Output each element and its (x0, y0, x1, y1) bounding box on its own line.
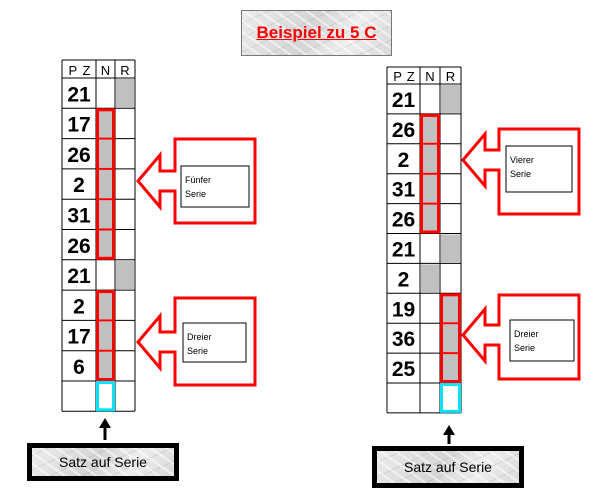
right-table-row-number: 26 (392, 209, 415, 232)
left-table-cell-filled (97, 139, 114, 168)
left-table-row-number: 26 (67, 144, 90, 167)
right-table-cell-filled (421, 114, 439, 143)
left-table-cell-filled (97, 109, 114, 138)
left-table-header-p: P (69, 63, 78, 78)
caption-box-left: Satz auf Serie (27, 443, 179, 481)
left-table-header-z: Z (83, 63, 91, 78)
right-table-row-number: 2 (398, 149, 410, 172)
left-table-row-number: 2 (73, 295, 85, 318)
right-table-cell-filled (441, 234, 460, 263)
right-table-series-outline (440, 293, 461, 383)
right-table-cell-filled (441, 294, 460, 323)
left-table-cell-filled (97, 230, 114, 259)
left-table-series-outline (96, 108, 115, 260)
right-table-header-z: Z (407, 69, 415, 84)
left-table-cell-filled (116, 79, 134, 108)
right-table-header-n: N (425, 69, 434, 84)
right-table-row-number: 19 (392, 298, 415, 321)
callout-right-top-label-box (505, 145, 573, 193)
right-table-row-number: 2 (398, 268, 410, 291)
callout-left-top-label-line: Serie (185, 189, 206, 199)
right-table-header-r: R (446, 69, 455, 84)
right-table-cell-filled (441, 324, 460, 353)
right-table-header-p: P (393, 69, 402, 84)
right-table-cell-filled (441, 85, 460, 113)
callout-right-top-label-line: Serie (510, 169, 531, 179)
right-table-cell-filled (421, 144, 439, 173)
right-table-row-number: 21 (392, 89, 416, 112)
caption-text-left: Satz auf Serie (59, 454, 147, 470)
left-table-series-outline (96, 290, 115, 382)
left-table-cell-filled (97, 200, 114, 229)
callout-right-top-label-line: Vierer (510, 155, 534, 165)
right-table-cell-filled (421, 204, 439, 233)
callout-right-bottom-label-line: Serie (514, 343, 535, 353)
callout-left-top-label-line: Fünfer (185, 175, 211, 185)
left-table-row-number: 2 (73, 174, 85, 197)
left-table-cell-filled (116, 260, 134, 290)
callout-right-bottom-label-box (509, 319, 575, 362)
right-table-row-number: 31 (392, 179, 416, 202)
right-table-bet-outline (440, 383, 461, 413)
caption-box-right: Satz auf Serie (372, 446, 524, 488)
caption-text-right: Satz auf Serie (404, 459, 492, 475)
right-table-cell-filled (421, 174, 439, 203)
left-table-row-number: 26 (67, 235, 90, 258)
right-table-row-number: 26 (392, 119, 415, 142)
callout-right-bottom-label-line: Dreier (514, 329, 539, 339)
right-table-row-number: 25 (392, 358, 416, 381)
left-table-bet-outline (96, 381, 115, 412)
arrow-up-right-head (443, 425, 455, 435)
left-table-cell-filled (97, 321, 114, 350)
left-table-cell-filled (97, 291, 114, 320)
callout-left-bottom-label-line: Dreier (187, 332, 212, 342)
callout-left-bottom-label-box (182, 322, 247, 363)
left-table-row-number: 31 (67, 205, 91, 228)
left-table-cell-filled (97, 351, 114, 380)
left-table-row-number: 17 (67, 114, 90, 137)
right-table-row-number: 36 (392, 328, 415, 351)
left-table-header-n: N (101, 63, 110, 78)
callout-left-top-label-box (180, 165, 250, 208)
title-text: Beispiel zu 5 C (256, 23, 377, 42)
left-table-row-number: 21 (67, 265, 91, 288)
right-table-cell-filled (421, 264, 439, 293)
left-table-row-number: 17 (67, 326, 90, 349)
right-table-cell-filled (441, 354, 460, 382)
left-table-header-r: R (120, 63, 129, 78)
title-box: Beispiel zu 5 C (241, 10, 392, 56)
arrow-up-left-head (99, 418, 111, 428)
left-table-row-number: 21 (67, 83, 91, 106)
left-table-row-number: 6 (73, 356, 85, 379)
callout-left-bottom-label-line: Serie (187, 346, 208, 356)
right-table-row-number: 21 (392, 239, 416, 262)
left-table-cell-filled (97, 169, 114, 199)
